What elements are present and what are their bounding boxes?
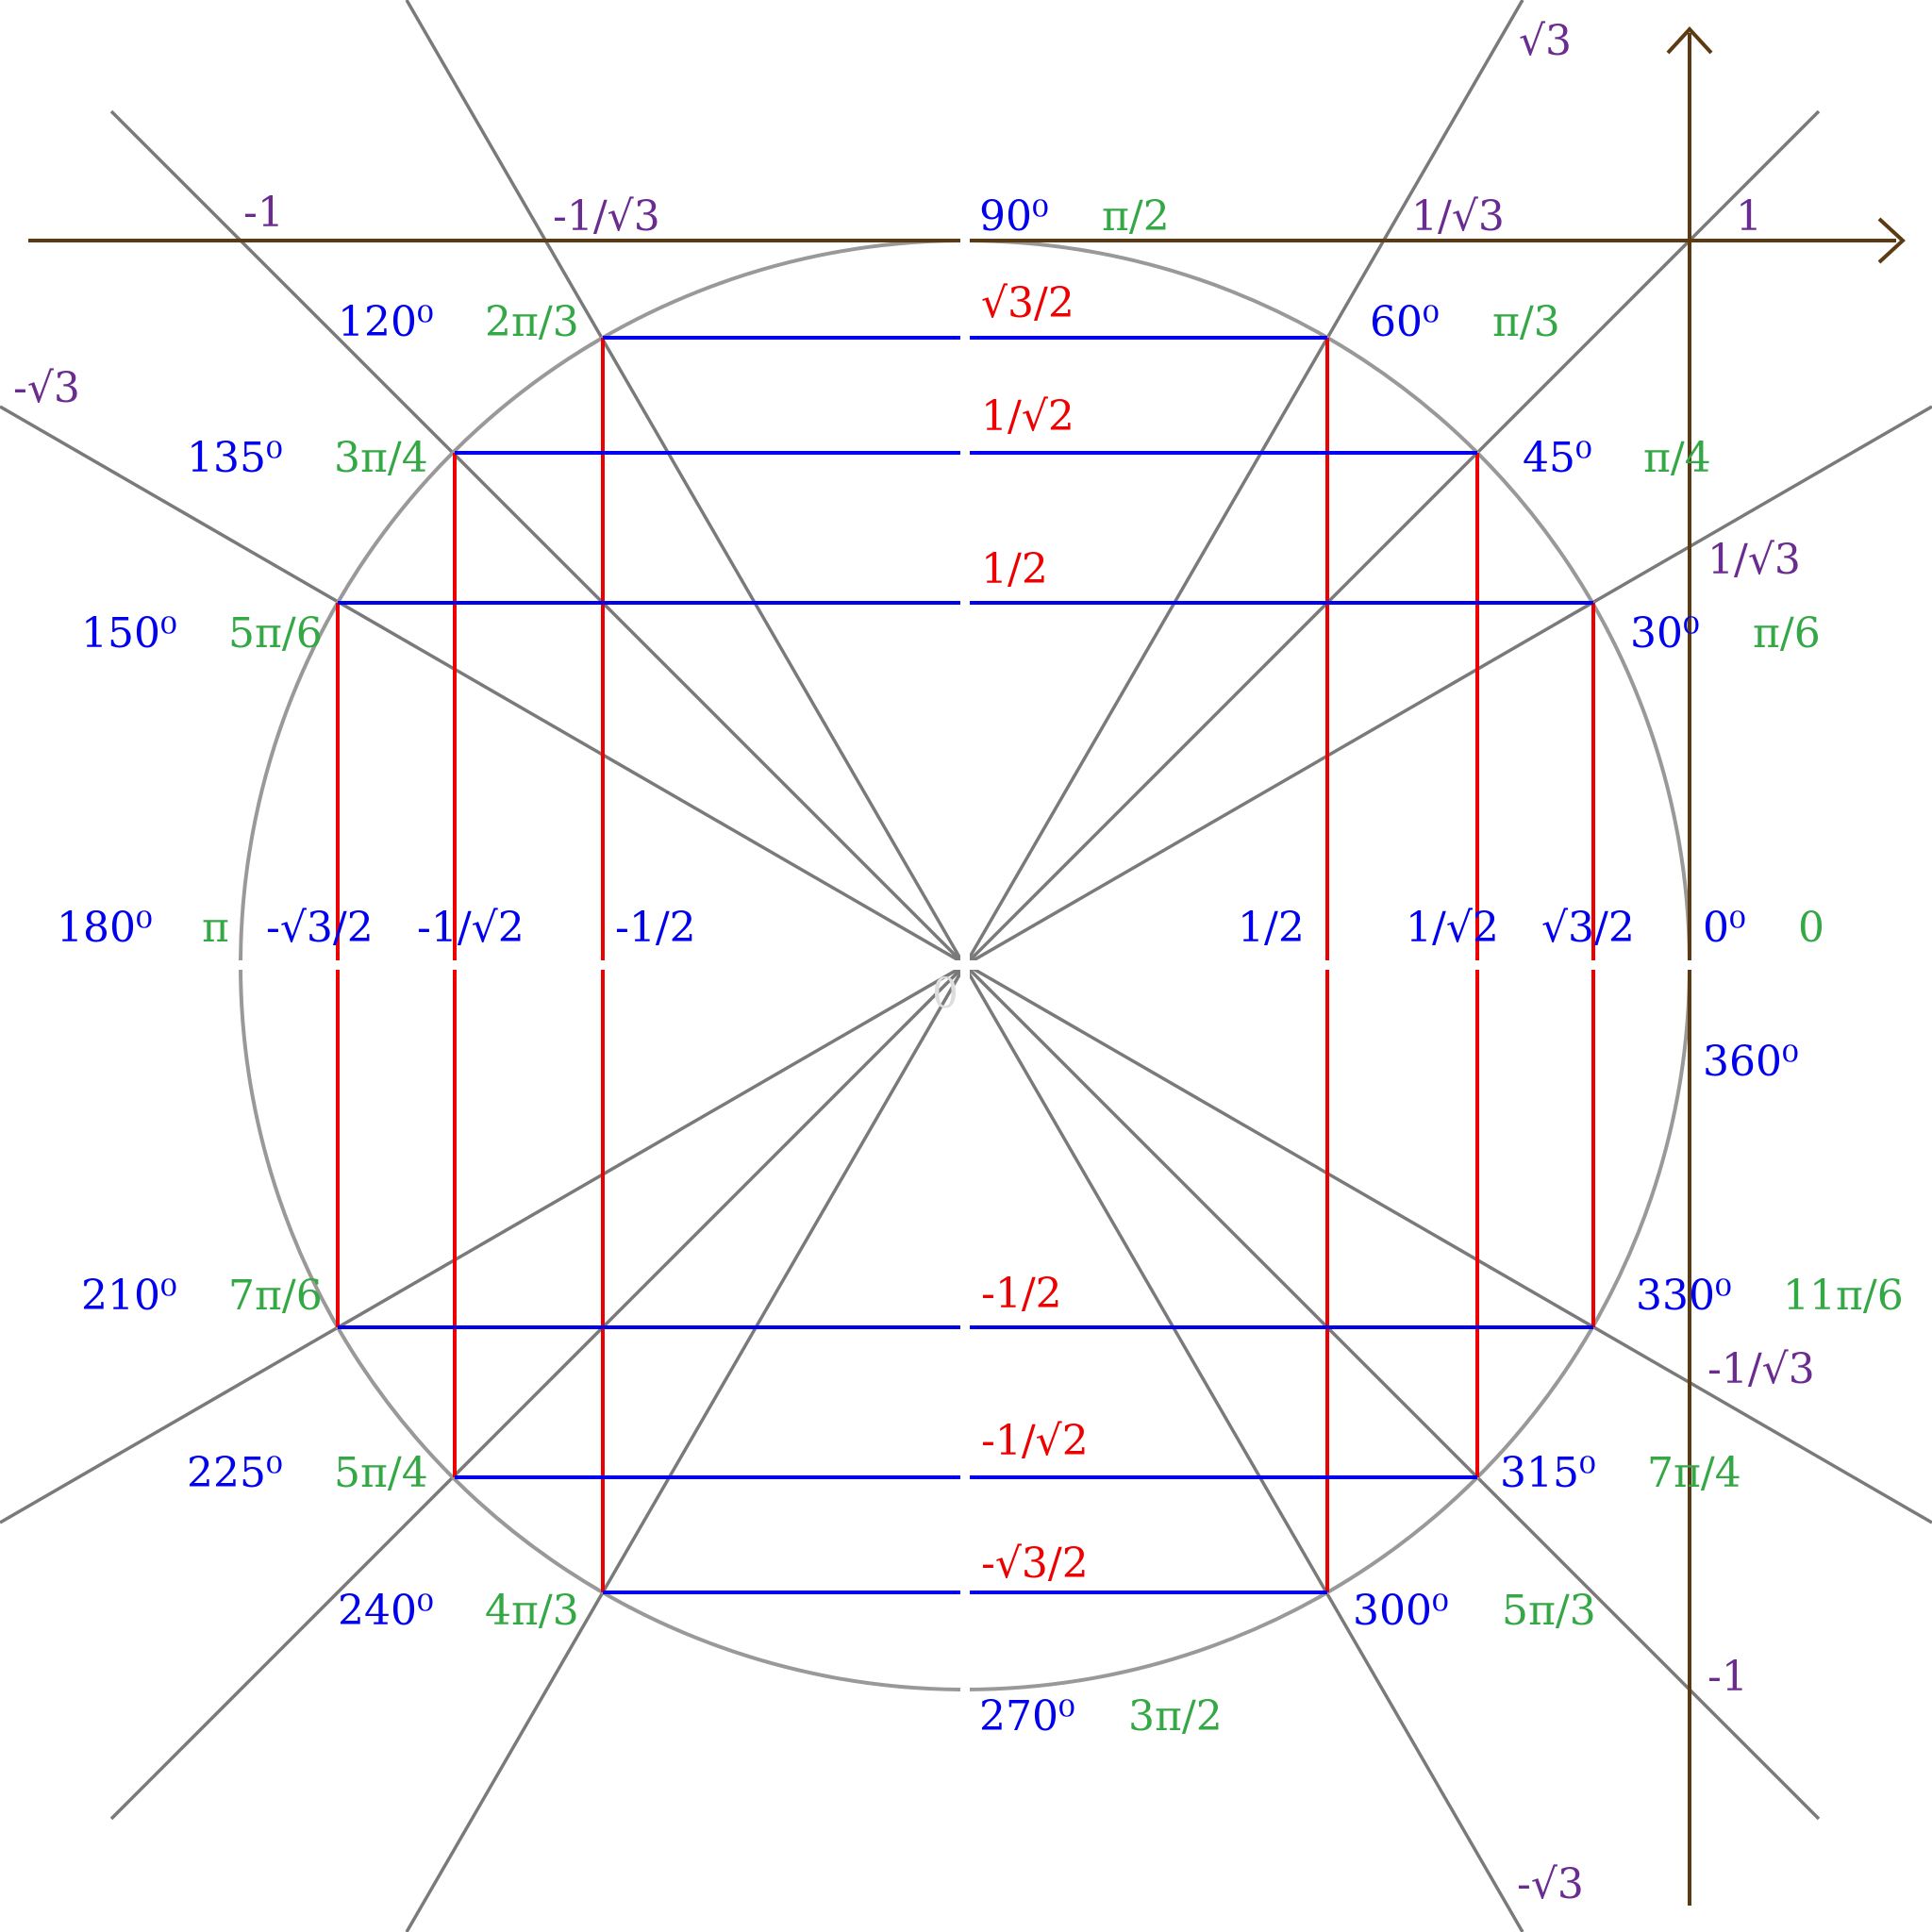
deg-315: 315⁰ — [1500, 1449, 1596, 1497]
deg-0: 0⁰ — [1703, 904, 1746, 952]
sin-value-330: -1/2 — [981, 1270, 1062, 1318]
tan-right-neg-inv-root3: -1/√3 — [1707, 1345, 1815, 1393]
sin-value-300: -√3/2 — [981, 1540, 1089, 1588]
cos-value-135: -1/√2 — [417, 904, 525, 952]
deg-270: 270⁰ — [979, 1692, 1075, 1740]
rad-315: 7π/4 — [1647, 1449, 1741, 1497]
origin-label: 0 — [932, 970, 958, 1018]
tan-top-inv-root3: 1/√3 — [1411, 192, 1505, 241]
tangent-labels: -1 -1/√3 1/√3 1 1/√3 -1/√3 -1 √3 -√3 -√3 — [13, 17, 1815, 1908]
rad-45: π/4 — [1643, 434, 1711, 482]
deg-45: 45⁰ — [1523, 434, 1592, 482]
sin-value-30: 1/2 — [981, 545, 1048, 593]
tan-neg-root3-bottom: -√3 — [1517, 1860, 1584, 1908]
deg-180: 180⁰ — [57, 904, 153, 952]
horizontal-axis-arrow — [1877, 217, 1906, 264]
sin-value-60: √3/2 — [981, 279, 1074, 327]
deg-330: 330⁰ — [1636, 1272, 1732, 1320]
rad-150: 5π/6 — [228, 609, 323, 658]
cos-value-120: -1/2 — [615, 904, 696, 952]
cos-value-150: -√3/2 — [266, 904, 374, 952]
tan-top-1: 1 — [1736, 192, 1762, 241]
deg-240: 240⁰ — [338, 1587, 434, 1635]
rad-90: π/2 — [1102, 192, 1170, 241]
line-gaps — [236, 226, 1698, 1707]
deg-135: 135⁰ — [187, 434, 283, 482]
cos-value-60: 1/2 — [1238, 904, 1305, 952]
rad-300: 5π/3 — [1502, 1587, 1596, 1635]
deg-225: 225⁰ — [187, 1449, 283, 1497]
rad-0: 0 — [1798, 904, 1824, 952]
deg-150: 150⁰ — [81, 609, 177, 658]
rad-60: π/3 — [1492, 298, 1560, 346]
tan-right-neg1: -1 — [1707, 1653, 1748, 1701]
gap-horizontal-center — [236, 960, 1698, 970]
tan-root3: √3 — [1519, 17, 1572, 65]
cos-value-45: 1/√2 — [1406, 904, 1499, 952]
sin-value-315: -1/√2 — [981, 1417, 1089, 1465]
cos-value-30: √3/2 — [1541, 904, 1635, 952]
vertical-axis-arrow — [1666, 26, 1713, 55]
radian-labels: 0 π/6 π/4 π/3 π/2 2π/3 3π/4 5π/6 π 7π/6 … — [202, 192, 1904, 1740]
deg-90: 90⁰ — [979, 192, 1049, 241]
degree-labels: 0⁰ 30⁰ 45⁰ 60⁰ 90⁰ 120⁰ 135⁰ 150⁰ 180⁰ 2… — [57, 192, 1799, 1740]
rad-135: 3π/4 — [334, 434, 428, 482]
tan-top-neg-inv-root3: -1/√3 — [553, 192, 660, 241]
deg-120: 120⁰ — [338, 298, 434, 346]
rad-270: 3π/2 — [1128, 1692, 1223, 1740]
tan-top-neg1: -1 — [243, 189, 284, 237]
deg-360: 360⁰ — [1703, 1038, 1799, 1086]
rad-210: 7π/6 — [228, 1272, 323, 1320]
deg-210: 210⁰ — [81, 1272, 177, 1320]
rad-240: 4π/3 — [485, 1587, 579, 1635]
tan-neg-root3-left: -√3 — [13, 364, 80, 412]
tan-right-inv-root3: 1/√3 — [1707, 536, 1801, 584]
sine-value-labels: √3/2 1/√2 1/2 -1/2 -1/√2 -√3/2 — [981, 279, 1089, 1588]
rad-180: π — [202, 904, 229, 952]
rad-225: 5π/4 — [334, 1449, 428, 1497]
deg-30: 30⁰ — [1630, 609, 1700, 658]
deg-300: 300⁰ — [1353, 1587, 1449, 1635]
rad-30: π/6 — [1753, 609, 1821, 658]
rad-330: 11π/6 — [1783, 1272, 1904, 1320]
sin-value-45: 1/√2 — [981, 392, 1074, 441]
rad-120: 2π/3 — [485, 298, 579, 346]
deg-60: 60⁰ — [1370, 298, 1440, 346]
cosine-value-labels: -√3/2 -1/√2 -1/2 1/2 1/√2 √3/2 — [266, 904, 1635, 952]
